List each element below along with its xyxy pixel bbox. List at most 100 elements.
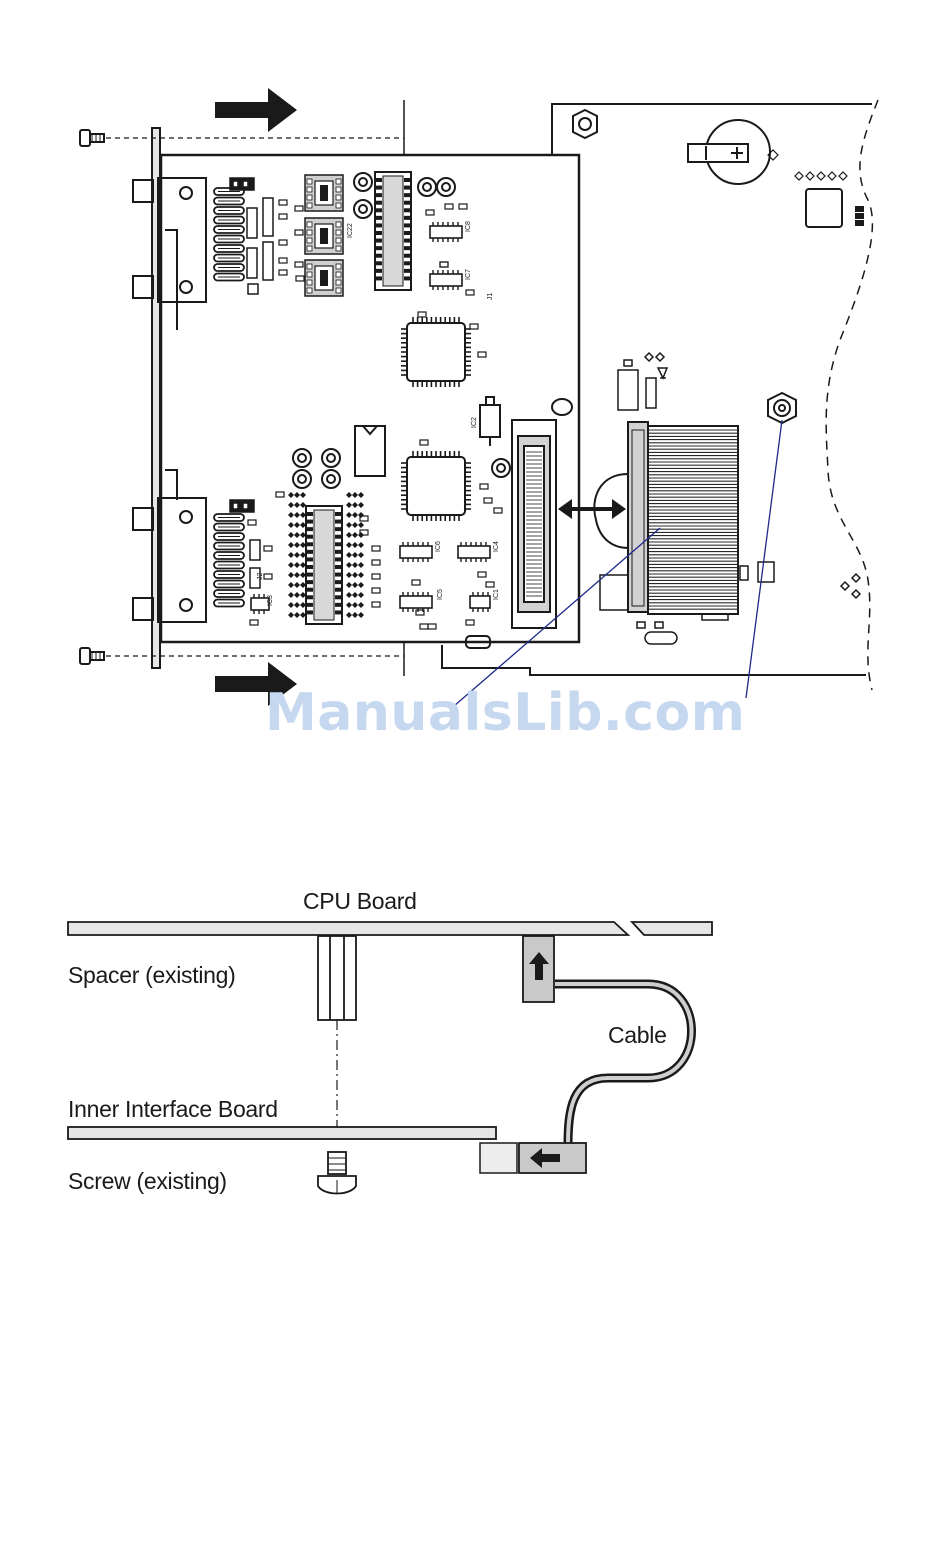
ic-pin <box>404 231 410 235</box>
ic-pin <box>376 239 382 243</box>
ic-pin <box>376 254 382 258</box>
dip-slider <box>320 270 328 286</box>
screw-label: Screw (existing) <box>68 1168 227 1195</box>
ic-pin <box>307 527 313 531</box>
qfp-chip-lower <box>401 451 471 521</box>
ic-label: IC2 <box>471 417 478 428</box>
dip-pin <box>307 230 312 235</box>
cpu-board-chip <box>795 172 863 227</box>
ic-pin <box>335 520 341 524</box>
inner-board-label: Inner Interface Board <box>68 1096 278 1123</box>
ic-pin <box>307 610 313 614</box>
dip-pin <box>307 272 312 277</box>
ic-pin <box>335 550 341 554</box>
ic-body <box>314 510 334 620</box>
board-edge-connector <box>512 420 556 628</box>
ic-pin <box>307 550 313 554</box>
ic-pin <box>335 595 341 599</box>
mounting-hole <box>573 110 597 138</box>
qfp-body <box>407 323 465 381</box>
ic-pin <box>404 239 410 243</box>
dip-switches <box>305 175 343 296</box>
ic-pin <box>404 201 410 205</box>
ic-pin <box>335 588 341 592</box>
dip-pin <box>336 272 341 277</box>
panel-screw-top <box>80 130 404 146</box>
ic-pin <box>404 254 410 258</box>
dip-pin <box>336 179 341 184</box>
ic-pin <box>404 216 410 220</box>
inner-board-section <box>68 1127 496 1139</box>
ic-pin <box>404 208 410 212</box>
ic-pin <box>307 580 313 584</box>
dip-slider <box>320 228 328 244</box>
ic-pin <box>335 603 341 607</box>
cable-connector-upper <box>523 936 554 1002</box>
soic-body <box>430 226 462 238</box>
ic-pin <box>335 535 341 539</box>
battery-holder-icon <box>688 120 778 184</box>
ic-pin <box>307 520 313 524</box>
ic-pin <box>335 527 341 531</box>
ic-label: IC4 <box>493 541 500 552</box>
ic-label: IC5 <box>437 589 444 600</box>
cpu-board-label: CPU Board <box>303 888 417 915</box>
ic-body <box>383 176 403 286</box>
ic-pin <box>335 573 341 577</box>
dip-pin <box>307 179 312 184</box>
ic-pin <box>307 542 313 546</box>
dip-pin <box>336 264 341 269</box>
ic-pin <box>335 565 341 569</box>
watermark: ManualsLib.com <box>265 683 745 743</box>
cable-connector-lower <box>480 1143 586 1173</box>
ic-label: J2 <box>257 573 264 581</box>
dip-pin <box>336 222 341 227</box>
spacer-icon <box>318 936 356 1020</box>
dip-pin <box>336 246 341 251</box>
ic-pin <box>335 580 341 584</box>
ic-pin <box>307 557 313 561</box>
ic-pin <box>404 223 410 227</box>
ic-label: IC6 <box>435 541 442 552</box>
dip-pin <box>336 203 341 208</box>
cable-label: Cable <box>608 1022 667 1049</box>
ic-pin <box>376 261 382 265</box>
dip-pin <box>336 195 341 200</box>
ic-pin <box>404 276 410 280</box>
ic-pin <box>404 269 410 273</box>
dip-slider <box>320 185 328 201</box>
dip-pin <box>336 230 341 235</box>
ic-pin <box>376 269 382 273</box>
ic-pin <box>335 512 341 516</box>
soic-body <box>430 274 462 286</box>
ic-pin <box>376 246 382 250</box>
ic-pin <box>307 603 313 607</box>
ic-label: IC22 <box>347 223 354 238</box>
soic-body <box>458 546 490 558</box>
dip-pin <box>307 187 312 192</box>
dip-pin <box>307 264 312 269</box>
ic-pin <box>307 588 313 592</box>
soic-body <box>400 546 432 558</box>
ic-pin <box>376 216 382 220</box>
ic-pin <box>335 610 341 614</box>
panel-screw-bottom <box>80 648 404 664</box>
connect-double-arrow <box>558 499 626 519</box>
dip-pin <box>307 238 312 243</box>
ic-pin <box>376 186 382 190</box>
dip-pin <box>307 203 312 208</box>
ic-label: IC3 <box>267 595 274 606</box>
cpu-board-section-right <box>632 922 712 935</box>
cpu-board-section <box>68 922 628 935</box>
dip-pin <box>307 195 312 200</box>
ic-pin <box>307 573 313 577</box>
ic-pin <box>404 193 410 197</box>
ic-pin <box>376 208 382 212</box>
dip-pin <box>336 288 341 293</box>
ic-pin <box>307 565 313 569</box>
dip-pin <box>307 288 312 293</box>
ic-pin <box>307 595 313 599</box>
dip-pin <box>307 222 312 227</box>
dip-pin <box>307 280 312 285</box>
